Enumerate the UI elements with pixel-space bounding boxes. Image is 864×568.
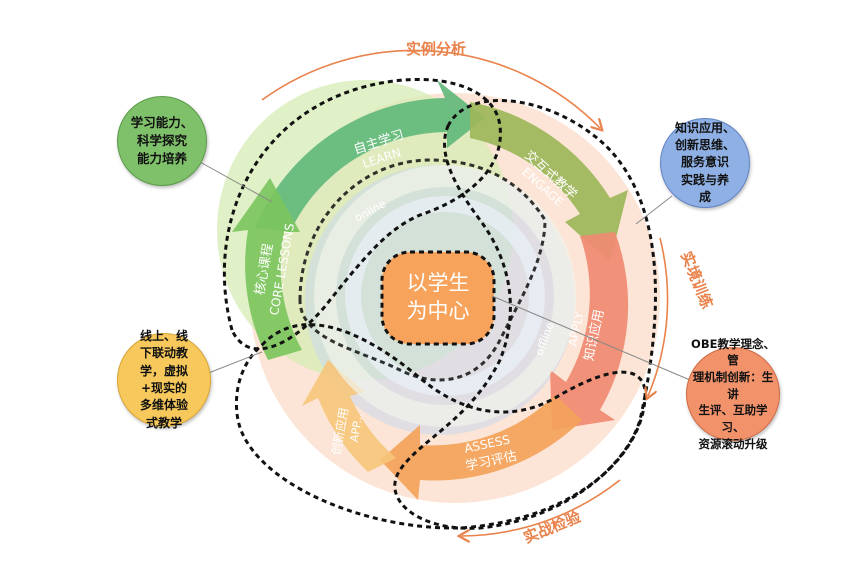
dashed-boundary-green bbox=[222, 77, 502, 351]
outer-label-bottom: 实战检验 bbox=[521, 507, 584, 547]
bubble-green-text: 学习能力、 科学探究 能力培养 bbox=[130, 114, 194, 167]
create-arrow bbox=[302, 360, 396, 472]
bubble-red-text: OBE教学理念、管 理机制创新：生讲 生评、互助学习、 资源滚动升级 bbox=[691, 336, 775, 451]
connector-blue bbox=[635, 195, 673, 225]
engage-arrow bbox=[470, 102, 628, 262]
bubble-learning-ability: 学习能力、 科学探究 能力培养 bbox=[117, 96, 207, 186]
bubble-blended-teaching: 线上、线 下联动教 学，虚拟 +现实的 多维体验 式教学 bbox=[117, 329, 211, 430]
outer-label-top: 实例分析 bbox=[406, 40, 467, 58]
outer-label-right: 实境训练 bbox=[677, 249, 716, 311]
bubble-obe-concept: OBE教学理念、管 理机制创新：生讲 生评、互助学习、 资源滚动升级 bbox=[686, 337, 780, 451]
bubble-knowledge-application: 知识应用、 创新思维、 服务意识 实践与养 成 bbox=[660, 118, 750, 208]
bubble-yellow-text: 线上、线 下联动教 学，虚拟 +现实的 多维体验 式教学 bbox=[139, 328, 188, 430]
create-en: APP... bbox=[348, 412, 366, 443]
connector-yellow bbox=[205, 351, 263, 375]
bubble-blue-text: 知识应用、 创新思维、 服务意识 实践与养 成 bbox=[674, 120, 735, 205]
assess-arrow bbox=[380, 395, 582, 500]
online-ring bbox=[314, 165, 576, 427]
arc-bottom bbox=[462, 479, 621, 536]
arc-right bbox=[648, 237, 669, 396]
center-label-1: 以学生 bbox=[407, 271, 470, 295]
connector-red bbox=[491, 295, 691, 381]
center-label-2: 为中心 bbox=[407, 299, 470, 323]
dashed-boundary-olive bbox=[393, 98, 657, 530]
arc-top bbox=[261, 49, 600, 128]
dashed-boundary-inner bbox=[298, 158, 547, 382]
connector-green bbox=[199, 161, 273, 203]
learn-arrow bbox=[255, 80, 485, 232]
core-arrow bbox=[232, 178, 302, 360]
center-box bbox=[380, 250, 496, 346]
apply-arrow bbox=[550, 232, 629, 430]
